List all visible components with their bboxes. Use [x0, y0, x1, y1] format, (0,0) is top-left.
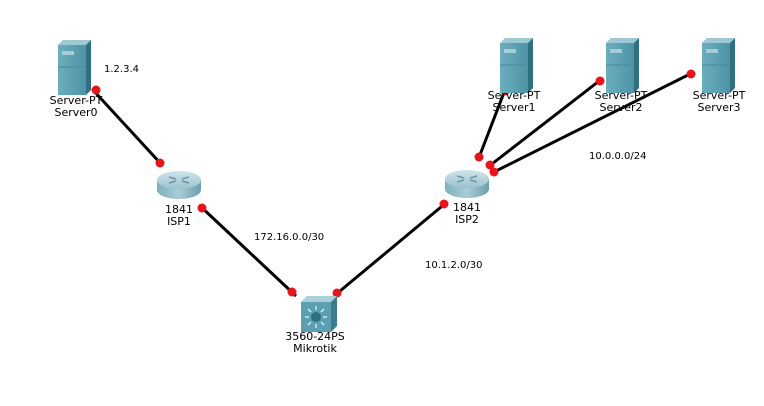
server3-label: Server-PT Server3 [693, 90, 746, 114]
link-isp2-server1[interactable] [476, 89, 507, 161]
server2-icon[interactable] [606, 38, 639, 93]
device-name: Server2 [599, 101, 643, 114]
link-isp2-server2[interactable] [487, 76, 604, 169]
device-model: Server-PT [487, 89, 541, 102]
device-name: ISP1 [167, 215, 191, 228]
isp1-mikrotik-network-note: 172.16.0.0/30 [254, 232, 325, 243]
isp2-router-icon[interactable] [445, 170, 489, 198]
server1-icon[interactable] [500, 38, 533, 93]
server2-label: Server-PT Server2 [595, 90, 648, 114]
link-status-dot [686, 69, 696, 79]
link-server0-isp1[interactable] [91, 88, 164, 167]
mikrotik-label: 3560-24PS Mikrotik [285, 331, 345, 355]
device-model: Server-PT [49, 94, 103, 107]
server3-icon[interactable] [702, 38, 735, 93]
isp2-servers-network-note: 10.0.0.0/24 [589, 151, 647, 162]
link-status-dot [91, 85, 101, 95]
link-status-dot [485, 160, 495, 170]
link-status-dot [332, 288, 342, 298]
link-mikrotik-isp2[interactable] [333, 200, 448, 298]
server0-label: Server-PT Server0 [50, 95, 103, 119]
link-status-dot [489, 167, 499, 177]
link-status-dot [474, 152, 484, 162]
link-status-dot [197, 203, 207, 213]
link-isp2-server3[interactable] [491, 70, 695, 175]
server0-icon[interactable] [58, 40, 91, 95]
server1-label: Server-PT Server1 [488, 90, 541, 114]
device-name: Mikrotik [293, 342, 337, 355]
device-model: 1841 [165, 203, 193, 216]
device-name: Server0 [54, 106, 98, 119]
device-model: 3560-24PS [285, 330, 345, 343]
device-name: ISP2 [455, 213, 479, 226]
isp1-router-icon[interactable] [157, 171, 201, 199]
link-status-dot [155, 158, 165, 168]
link-status-dot [595, 76, 605, 86]
mikrotik-switch-icon[interactable] [301, 296, 337, 332]
mikrotik-isp2-network-note: 10.1.2.0/30 [425, 260, 483, 271]
link-isp1-mikrotik[interactable] [197, 203, 298, 298]
device-name: Server1 [492, 101, 536, 114]
device-model: Server-PT [692, 89, 746, 102]
isp1-label: 1841 ISP1 [165, 204, 193, 228]
device-model: 1841 [453, 201, 481, 214]
link-status-dot [287, 287, 297, 297]
isp2-label: 1841 ISP2 [453, 202, 481, 226]
device-model: Server-PT [594, 89, 648, 102]
link-status-dot [439, 199, 449, 209]
server0-ip-note: 1.2.3.4 [104, 64, 139, 75]
links [91, 70, 695, 298]
device-name: Server3 [697, 101, 741, 114]
